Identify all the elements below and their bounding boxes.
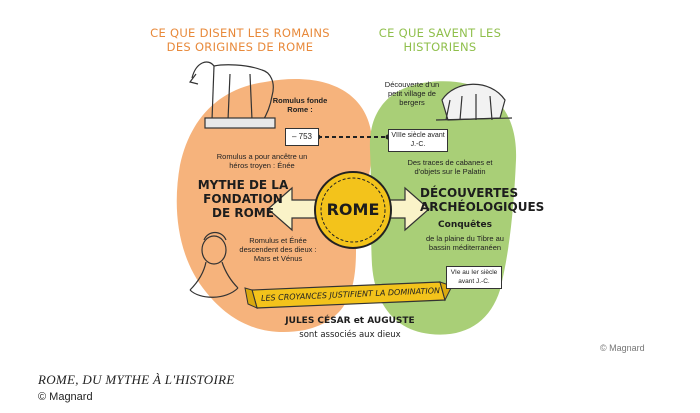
caesar-augustus: JULES CÉSAR et AUGUSTE: [285, 316, 415, 326]
century8-box: VIIIe siècle avant J.-C.: [388, 129, 448, 152]
rome-circle: [314, 171, 392, 249]
header-romans: CE QUE DISENT LES ROMAINS DES ORIGINES D…: [150, 26, 330, 54]
header-historians: CE QUE SAVENT LES HISTORIENS: [378, 26, 502, 54]
traces-text: Des traces de cabanes et d'objets sur le…: [407, 158, 493, 176]
myth-title: MYTHE DE LA FONDATION DE ROME: [197, 178, 289, 220]
descent-text: Romulus et Énée descendent des dieux : M…: [239, 236, 317, 263]
century8-label: VIIIe siècle avant J.-C.: [391, 132, 445, 148]
village-text: Découverte d'un petit village de bergers: [384, 80, 440, 107]
date-753-box: – 753: [285, 128, 319, 146]
century6-box: VIe au Ier siècle avant J.-C.: [446, 266, 502, 289]
caption-credit: © Magnard: [38, 391, 93, 403]
archaeology-title: DÉCOUVERTES ARCHÉOLOGIQUES: [420, 186, 545, 214]
image-credit: © Magnard: [600, 343, 645, 353]
ancestor-text: Romulus a pour ancêtre un héros troyen :…: [216, 152, 308, 170]
associated-gods: sont associés aux dieux: [299, 330, 401, 340]
conquests-text: de la plaine du Tibre au bassin méditerr…: [426, 234, 504, 252]
century6-label: VIe au Ier siècle avant J.-C.: [450, 269, 498, 285]
romulus-founds-rome: Romulus fonde Rome :: [272, 96, 328, 114]
village-hut-icon: [435, 83, 513, 121]
figure-caption: ROME, DU MYTHE À L'HISTOIRE: [38, 372, 235, 387]
date-753: – 753: [291, 132, 313, 141]
she-wolf-icon: [188, 61, 276, 129]
venus-bust-icon: [189, 231, 239, 298]
conquests-title: Conquêtes: [438, 220, 492, 230]
rome-label: ROME: [326, 200, 380, 219]
